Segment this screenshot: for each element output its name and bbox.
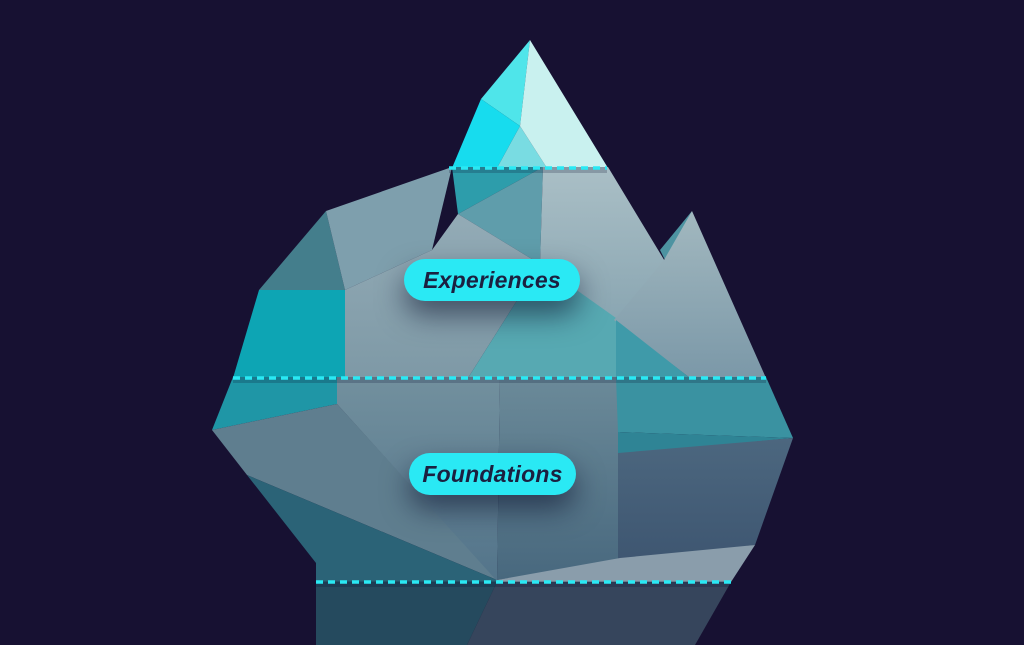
iceberg-face-base-left — [316, 582, 497, 645]
iceberg-face-tip-upper-left — [481, 40, 530, 126]
experiences-label: Experiences — [423, 266, 561, 293]
iceberg-face-center-lower — [468, 264, 618, 378]
iceberg-face-tip-right — [520, 40, 608, 168]
experiences-label-pill: Experiences — [404, 259, 580, 301]
foundations-label: Foundations — [422, 460, 563, 487]
iceberg-face-found-left-teal — [247, 475, 497, 582]
iceberg-face-left-peak — [259, 211, 345, 290]
iceberg-face-under-tip-teal — [452, 167, 543, 214]
iceberg-face-base-right — [467, 582, 731, 645]
iceberg-face-notch-sliver — [660, 211, 692, 266]
iceberg-face-tip-mid — [497, 126, 547, 168]
iceberg-face-found-right-teal — [616, 377, 793, 438]
iceberg-face-found-teal-quad — [212, 377, 337, 430]
iceberg-face-tip-lower-left — [452, 99, 520, 168]
iceberg-face-found-light-band — [497, 545, 755, 582]
foundations-label-pill: Foundations — [409, 453, 576, 495]
iceberg-face-found-left-slate — [212, 404, 497, 580]
iceberg-face-under-tip-gray — [458, 167, 543, 264]
iceberg-face-right-slope — [614, 211, 766, 378]
iceberg-face-right-teal-wedge — [616, 320, 690, 378]
iceberg-face-left-ridge — [326, 167, 452, 290]
iceberg-face-teal-block — [233, 290, 345, 378]
iceberg-face-found-right-slate — [618, 438, 793, 562]
